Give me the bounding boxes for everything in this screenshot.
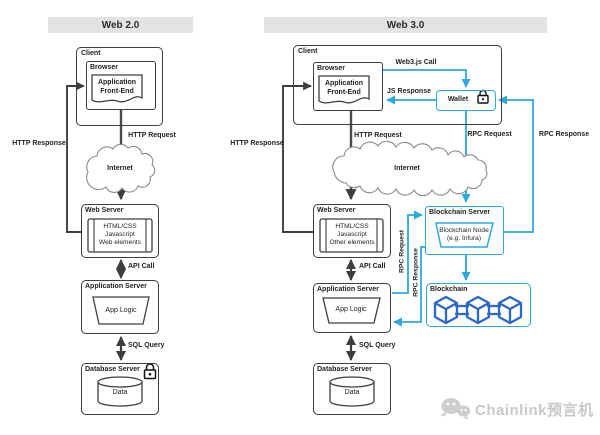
web2-dbserver-label: Database Server <box>85 366 140 373</box>
web3-api-call-label: API Call <box>359 263 386 270</box>
web2-applogic-trapezoid <box>92 296 150 325</box>
blockchain-server-label: Blockchain Server <box>429 209 491 216</box>
web2-http-request-label: HTTP Request <box>128 132 176 139</box>
web3-http-response-arrow <box>282 81 313 233</box>
web3-http-request-label: HTTP Request <box>354 132 402 139</box>
web2-http-response-arrow <box>66 81 85 233</box>
web2-browser-box <box>86 61 156 110</box>
web3-client-box <box>293 45 502 125</box>
blockchain-node-label: Blockchain Node (e.g. Infura) <box>439 227 489 243</box>
js-response-label: JS Response <box>387 88 431 95</box>
appserver-rpc-response-arrow <box>393 246 425 327</box>
appserver-rpc-request-arrow <box>392 210 423 294</box>
block-cube-icon <box>433 295 459 325</box>
web3-webserver-box <box>313 204 391 258</box>
web3js-call-arrow <box>383 69 471 88</box>
web2-applogic-label: App Logic <box>105 307 137 314</box>
web3-data-label: Data <box>344 389 360 396</box>
web3-dbserver-label: Database Server <box>317 366 372 373</box>
web2-header: Web 2.0 <box>48 17 193 33</box>
wallet-rpc-response-label: RPC Response <box>538 131 590 138</box>
database-lock-icon <box>143 363 157 380</box>
web3-applogic-label: App Logic <box>335 306 367 313</box>
web2-frontend-document-shape <box>91 74 143 103</box>
web3-appserver-label: Application Server <box>317 286 379 293</box>
web3-header-label: Web 3.0 <box>386 19 425 31</box>
web2-http-response-label: HTTP Response <box>12 140 66 147</box>
web3-webcontent-label: HTML/CSS Javascript Other elements <box>329 223 375 247</box>
web2-data-label: Data <box>112 389 128 396</box>
wallet-rpc-request-label: RPC Request <box>467 131 512 138</box>
web3-client-label: Client <box>298 48 318 55</box>
web3-sql-query-label: SQL Query <box>359 342 396 349</box>
web3-webcontent-shape <box>319 218 384 253</box>
web2-webserver-label: Web Server <box>85 207 124 214</box>
web2-browser-label: Browser <box>90 64 119 71</box>
web2-webcontent-label: HTML/CSS Javascript Web elements <box>98 223 142 247</box>
blockchain-node-trapezoid <box>435 222 494 248</box>
web3-browser-box <box>313 62 383 111</box>
web2-header-label: Web 2.0 <box>101 19 140 31</box>
blockchain-box <box>426 283 531 327</box>
web2-dbserver-box <box>81 363 159 415</box>
wallet-box <box>436 90 496 111</box>
appserver-rpc-response-label: RPC Response <box>412 248 420 297</box>
web2-internet-cloud <box>86 143 156 193</box>
web3-appserver-box <box>313 283 391 333</box>
web3-header: Web 3.0 <box>264 17 547 33</box>
web3-internet-label: Internet <box>394 165 420 172</box>
web3-dbserver-box <box>313 363 391 415</box>
blockchain-cubes <box>433 295 523 325</box>
web3-frontend-label: Application Front-End <box>324 80 364 96</box>
web2-appserver-label: Application Server <box>85 283 147 290</box>
web2-data-cylinder <box>97 376 143 407</box>
web2-webcontent-shape <box>87 218 153 253</box>
web2-api-call-label: API Call <box>128 263 155 270</box>
web3-webserver-label: Web Server <box>317 207 356 214</box>
web3-http-response-label: HTTP Response <box>230 140 284 147</box>
appserver-rpc-request-label: RPC Request <box>398 229 406 274</box>
web2-appserver-box <box>81 280 159 334</box>
web2-internet-label: Internet <box>107 165 133 172</box>
web2-sql-query-label: SQL Query <box>128 342 165 349</box>
web2-webserver-box <box>81 204 159 258</box>
web3-internet-cloud <box>332 140 488 197</box>
web3js-call-label: Web3.js Call <box>395 59 437 66</box>
blockchain-label: Blockchain <box>430 286 468 293</box>
wallet-label: Wallet <box>447 96 469 103</box>
blockchain-server-box <box>425 206 504 255</box>
web3-applogic-trapezoid <box>322 297 381 324</box>
web3-frontend-document-shape <box>318 75 370 104</box>
block-cube-icon <box>465 295 491 325</box>
web3-browser-label: Browser <box>317 65 346 72</box>
rpc-response-to-wallet-arrow <box>498 95 534 233</box>
web3-data-cylinder <box>329 376 375 407</box>
watermark-label: Chainlink预言机 <box>475 402 594 419</box>
web2-frontend-label: Application Front-End <box>97 79 137 95</box>
wechat-icon <box>440 398 470 419</box>
web2-client-label: Client <box>81 50 101 57</box>
block-cube-icon <box>497 295 523 325</box>
